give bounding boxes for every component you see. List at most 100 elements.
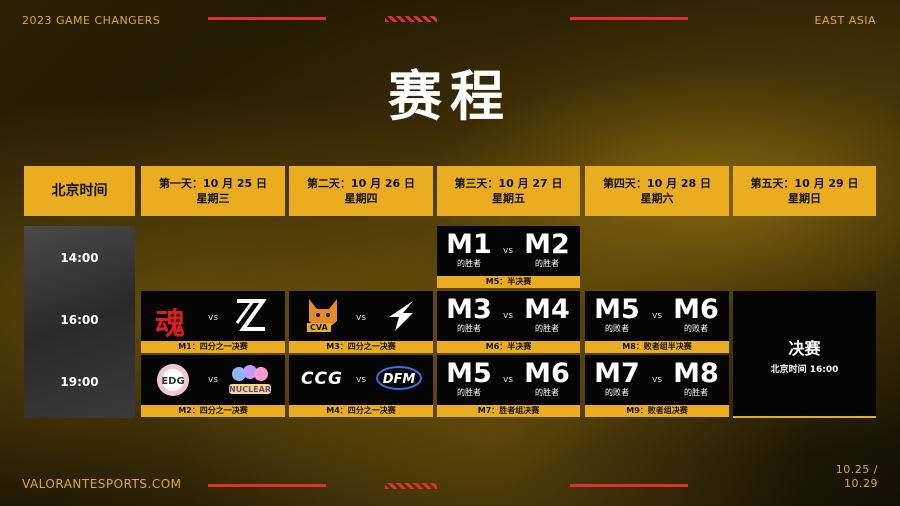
team-logo-ccg: CCG (301, 369, 343, 389)
match-ref-result: 的败者 (684, 324, 708, 333)
final-title: 决赛 (788, 339, 821, 358)
vs-label: vs (208, 313, 219, 323)
event-name: 2023 GAME CHANGERS (22, 14, 161, 27)
time-column (24, 226, 135, 418)
match-card-m8[interactable]: M5 的败者 vs M6 的败者 M8：败者组半决赛 (585, 291, 729, 353)
match-ref-result: 的胜者 (684, 388, 708, 397)
header-day4-weekday: 星期六 (640, 192, 674, 205)
header-day1-date: 第一天：10 月 25 日 (158, 177, 268, 190)
match-card-m9[interactable]: M7 的败者 vs M8 的胜者 M9：败者组决赛 (585, 355, 729, 417)
match-ref: M5 (446, 358, 492, 389)
header-day2-weekday: 星期四 (344, 192, 378, 205)
match-ref: M5 (594, 294, 640, 325)
match-ref-result: 的胜者 (535, 259, 559, 268)
match-card-m6[interactable]: M3 的胜者 vs M4 的胜者 M6：半决赛 (437, 291, 580, 353)
header-day3-weekday: 星期五 (492, 192, 525, 205)
match-ref: M1 (446, 229, 492, 260)
header-day5-date: 第五天：10 月 29 日 (750, 177, 859, 190)
date-range-end: 10.29 (844, 477, 878, 490)
slot-a: M7 的败者 (591, 360, 643, 398)
match-ref: M6 (524, 358, 570, 389)
match-caption-m9: M9：败者组决赛 (585, 405, 729, 417)
vs-label: vs (503, 246, 514, 256)
header-day5: 第五天：10 月 29 日 星期日 (733, 166, 876, 216)
match-card-m3[interactable]: CVA vs M3：四分之一决赛 (289, 291, 433, 353)
header-day3-date: 第三天：10 月 27 日 (454, 177, 563, 190)
match-card-m7[interactable]: M5 的胜者 vs M6 的胜者 M7：胜者组决赛 (437, 355, 580, 417)
time-slot-1900: 19:00 (60, 375, 99, 389)
match-ref-result: 的胜者 (457, 324, 481, 333)
team-logo-hun: 魂 (155, 307, 185, 342)
vs-label: vs (503, 375, 514, 385)
date-range-start: 10.25 / (835, 463, 878, 476)
vs-label: vs (356, 313, 367, 323)
match-ref: M6 (673, 294, 719, 325)
team-logo-edg-icon: EDG (157, 364, 189, 396)
match-ref: M3 (446, 294, 492, 325)
match-ref-result: 的胜者 (535, 388, 559, 397)
match-ref-result: 的胜者 (457, 388, 481, 397)
team-logo-arrow-icon (389, 301, 413, 331)
match-ref: M2 (524, 229, 570, 260)
slot-b: M6 的败者 (670, 296, 722, 334)
website-label: VALORANTESPORTS.COM (22, 477, 182, 491)
top-left-bar (208, 17, 326, 20)
time-slot-1600: 16:00 (60, 313, 99, 327)
match-ref-result: 的败者 (605, 388, 629, 397)
header-day4-date: 第四天：10 月 28 日 (602, 177, 712, 190)
match-card-m2[interactable]: EDG vs NUCLEAR M2：四分之一决赛 (141, 355, 285, 417)
vs-label: vs (652, 311, 663, 321)
match-ref-result: 的胜者 (457, 259, 481, 268)
svg-text:DFM: DFM (383, 372, 416, 387)
header-day4: 第四天：10 月 28 日 星期六 (585, 166, 729, 216)
header-time-label: 北京时间 (51, 182, 108, 199)
vs-label: vs (503, 311, 514, 321)
slot-a: M1 的胜者 (443, 231, 495, 269)
slot-a: M5 的败者 (591, 296, 643, 334)
page-title: 赛程 (388, 65, 512, 128)
match-ref: M4 (524, 294, 570, 325)
team-logo-dfm-icon: DFM (376, 366, 422, 390)
match-ref-result: 的败者 (605, 324, 629, 333)
team-logo-z-icon (235, 299, 267, 331)
region-label: EAST ASIA (814, 14, 876, 27)
top-right-bar (570, 17, 688, 20)
match-card-m5[interactable]: M1 的胜者 vs M2 的胜者 M5：半决赛 (437, 226, 580, 288)
team-logo-nuclear-icon: NUCLEAR (229, 365, 271, 394)
bottom-hatch (385, 483, 437, 489)
bottom-right-bar (570, 484, 688, 487)
vs-label: vs (208, 375, 219, 385)
match-caption-m6: M6：半决赛 (437, 341, 580, 353)
top-hatch (385, 16, 437, 22)
vs-label: vs (356, 375, 367, 385)
header-day1-weekday: 星期三 (196, 192, 230, 205)
header-day3: 第三天：10 月 27 日 星期五 (437, 166, 580, 216)
match-card-m1[interactable]: 魂 vs M1：四分之一决赛 (141, 291, 285, 353)
slot-b: M2 的胜者 (521, 231, 573, 269)
svg-text:NUCLEAR: NUCLEAR (229, 385, 271, 394)
match-ref: M8 (673, 358, 719, 389)
svg-text:EDG: EDG (161, 376, 184, 387)
date-range: 10.25 / 10.29 (836, 463, 878, 491)
slot-a: M5 的胜者 (443, 360, 495, 398)
match-caption-m3: M3：四分之一决赛 (289, 341, 433, 353)
header-day1: 第一天：10 月 25 日 星期三 (141, 166, 285, 216)
slot-b: M6 的胜者 (521, 360, 573, 398)
match-ref-result: 的胜者 (535, 324, 559, 333)
match-card-m4[interactable]: CCG vs DFM M4：四分之一决赛 (289, 355, 433, 417)
final-time: 北京时间 16:00 (770, 365, 839, 375)
team-logo-cva-text: CVA (307, 323, 331, 332)
match-caption-m2: M2：四分之一决赛 (141, 405, 285, 417)
slot-a: M3 的胜者 (443, 296, 495, 334)
team-logo-cva-icon (309, 299, 337, 328)
header-day2-date: 第二天：10 月 26 日 (306, 177, 416, 190)
match-caption-m5: M5：半决赛 (437, 276, 580, 288)
header-day2: 第二天：10 月 26 日 星期四 (289, 166, 433, 216)
slot-b: M8 的胜者 (670, 360, 722, 398)
match-caption-m1: M1：四分之一决赛 (141, 341, 285, 353)
bottom-left-bar (208, 484, 326, 487)
final-card[interactable]: 决赛 北京时间 16:00 (733, 291, 876, 418)
match-ref: M7 (594, 358, 640, 389)
header-time: 北京时间 (24, 166, 135, 216)
match-caption-m8: M8：败者组半决赛 (585, 341, 729, 353)
